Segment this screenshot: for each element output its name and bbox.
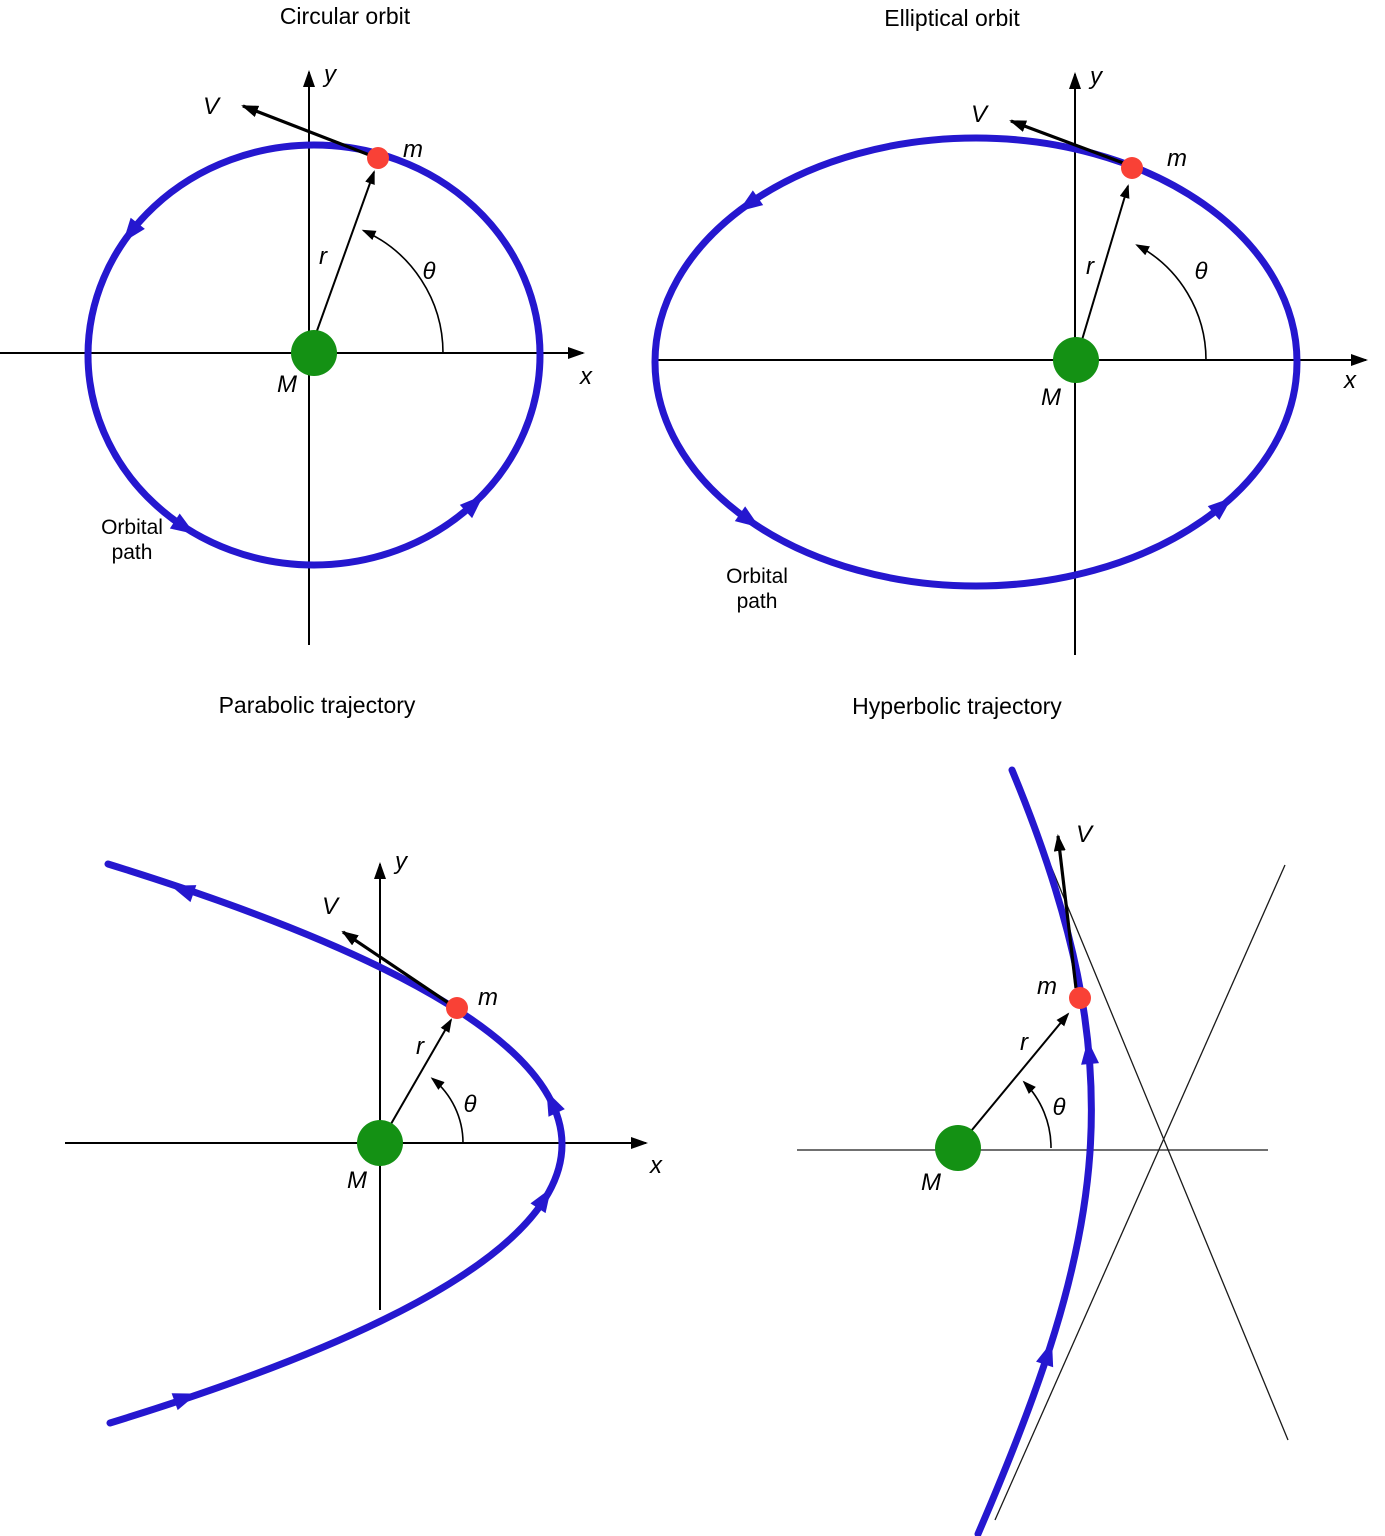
velocity-vector-V bbox=[341, 930, 451, 1006]
label-central-mass: M bbox=[347, 1167, 367, 1194]
radius-vector-r bbox=[1075, 184, 1130, 361]
path-arrow-icon bbox=[546, 1091, 565, 1117]
label-central-mass: M bbox=[921, 1169, 941, 1196]
label-satellite: m bbox=[1167, 145, 1187, 172]
panel-title: Elliptical orbit bbox=[884, 5, 1020, 31]
trajectory-path-hyperbola bbox=[974, 766, 1095, 1536]
central-mass-M bbox=[357, 1120, 403, 1166]
orbital-path-label-line1: Orbital bbox=[101, 516, 163, 539]
path-arrow-icon bbox=[738, 190, 764, 212]
label-satellite: m bbox=[478, 984, 498, 1011]
radius-vector-r bbox=[379, 1018, 452, 1144]
theta-arc bbox=[1022, 1080, 1052, 1149]
panel-parabolic-trajectory: Parabolic trajectory x y V m r θ M bbox=[65, 692, 663, 1427]
orbital-path-label-line1: Orbital bbox=[726, 565, 788, 588]
path-arrow-icon bbox=[1207, 497, 1232, 520]
label-central-mass: M bbox=[277, 371, 297, 398]
label-satellite: m bbox=[403, 136, 423, 163]
path-direction-arrows bbox=[1036, 1040, 1100, 1368]
label-y-axis: y bbox=[322, 61, 338, 88]
satellite-m bbox=[1069, 987, 1091, 1009]
panel-elliptical-orbit: Elliptical orbit x y V m r θ M Orbital p… bbox=[651, 5, 1368, 655]
path-direction-arrows bbox=[734, 190, 1232, 528]
label-radius: r bbox=[319, 243, 328, 270]
path-arrow-icon bbox=[734, 506, 760, 528]
orbit-path-ellipse bbox=[651, 134, 1301, 590]
label-radius: r bbox=[416, 1033, 425, 1060]
path-arrow-icon bbox=[170, 885, 197, 903]
satellite-m bbox=[367, 147, 389, 169]
velocity-vector-V bbox=[1053, 834, 1078, 989]
label-central-mass: M bbox=[1041, 384, 1061, 411]
trajectory-path-parabola bbox=[104, 860, 566, 1427]
orbit-path-circle bbox=[84, 141, 544, 569]
path-arrow-icon bbox=[1036, 1341, 1054, 1368]
satellite-m bbox=[1121, 157, 1143, 179]
central-mass-M bbox=[291, 330, 337, 376]
orbital-path-label-line2: path bbox=[737, 590, 778, 613]
panel-hyperbolic-trajectory: Hyperbolic trajectory V m r θ M bbox=[797, 693, 1289, 1536]
panel-title: Parabolic trajectory bbox=[219, 692, 416, 718]
label-radius: r bbox=[1020, 1029, 1029, 1056]
asymptote-line bbox=[1011, 771, 1289, 1441]
label-velocity: V bbox=[971, 101, 989, 128]
panel-circular-orbit: Circular orbit x y V m r θ M Orbital pat… bbox=[0, 3, 593, 645]
velocity-vector-V bbox=[241, 104, 373, 158]
label-radius: r bbox=[1086, 253, 1095, 280]
central-mass-M bbox=[935, 1125, 981, 1171]
label-y-axis: y bbox=[393, 848, 409, 875]
theta-arc bbox=[1135, 244, 1207, 361]
label-velocity: V bbox=[203, 93, 221, 120]
radius-vector-r bbox=[961, 1012, 1070, 1143]
path-direction-arrows bbox=[170, 885, 565, 1411]
path-arrow-icon bbox=[530, 1188, 552, 1214]
satellite-m bbox=[446, 997, 468, 1019]
panel-title: Circular orbit bbox=[280, 3, 411, 29]
label-angle: θ bbox=[463, 1091, 476, 1118]
path-arrow-icon bbox=[459, 495, 484, 519]
velocity-vector-V bbox=[1009, 119, 1127, 166]
label-y-axis: y bbox=[1088, 63, 1104, 90]
label-angle: θ bbox=[422, 258, 435, 285]
theta-arc bbox=[361, 229, 444, 354]
label-x-axis: x bbox=[1343, 367, 1357, 394]
path-arrow-icon bbox=[171, 1393, 198, 1411]
central-mass-M bbox=[1053, 337, 1099, 383]
label-velocity: V bbox=[1076, 821, 1094, 848]
label-x-axis: x bbox=[649, 1152, 663, 1179]
path-arrow-icon bbox=[169, 513, 195, 535]
path-arrow-icon bbox=[122, 217, 145, 243]
theta-arc bbox=[430, 1077, 464, 1144]
label-angle: θ bbox=[1194, 258, 1207, 285]
radius-vector-r bbox=[308, 170, 375, 354]
orbital-path-label-line2: path bbox=[112, 541, 153, 564]
label-angle: θ bbox=[1052, 1094, 1065, 1121]
panel-title: Hyperbolic trajectory bbox=[852, 693, 1062, 719]
path-arrow-icon bbox=[1081, 1040, 1100, 1065]
asymptote-line bbox=[994, 864, 1286, 1521]
label-x-axis: x bbox=[579, 363, 593, 390]
label-velocity: V bbox=[322, 893, 340, 920]
label-satellite: m bbox=[1037, 973, 1057, 1000]
path-direction-arrows bbox=[122, 217, 484, 535]
